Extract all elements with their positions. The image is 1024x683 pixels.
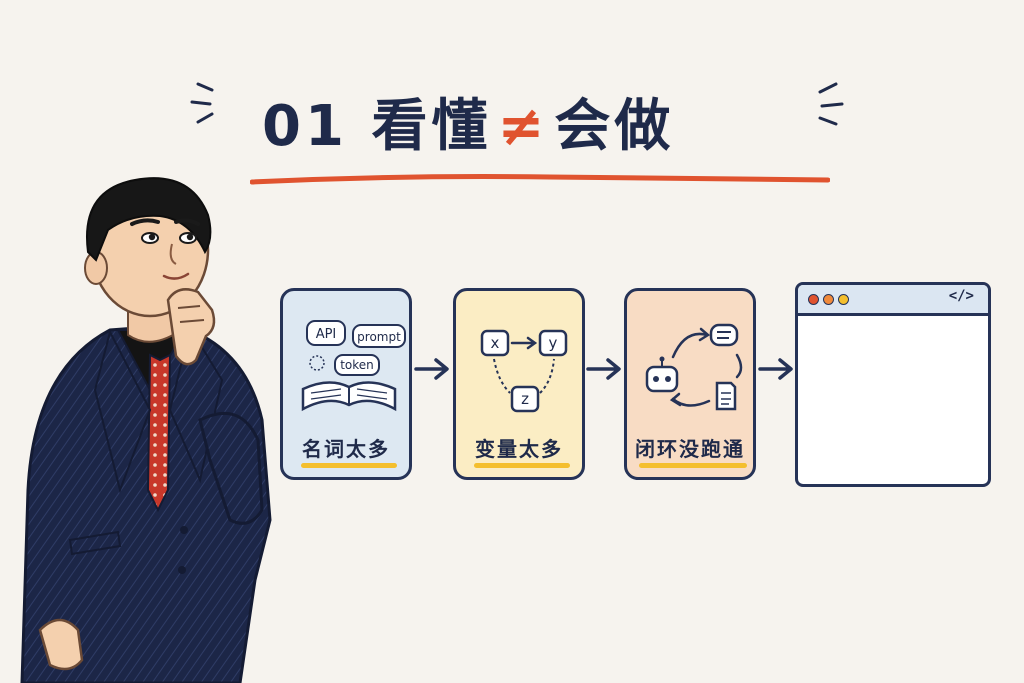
var-z-label: z (521, 390, 529, 408)
arrow-right-icon (586, 358, 621, 380)
step-card-loop: 闭环没跑通 (624, 288, 756, 480)
title-underline (250, 174, 830, 185)
title-number: 01 (262, 94, 348, 159)
arrow-right-icon (414, 358, 449, 380)
browser-window: </> (795, 282, 991, 487)
sparkle-left-icon (190, 82, 214, 124)
step-label: 名词太多 (302, 437, 390, 461)
bubble-api-label: API (316, 327, 337, 342)
var-y-label: y (549, 334, 558, 352)
title-block: 01 看懂≠会做 (250, 92, 830, 185)
thinking-man-illustration (20, 177, 272, 683)
label-underline (301, 463, 397, 468)
sparkle-right-icon (818, 82, 844, 126)
title-left: 看懂 (371, 94, 492, 159)
bubble-prompt-label: prompt (357, 330, 401, 344)
robot-loop-icon (645, 323, 743, 411)
not-equal-symbol: ≠ (497, 94, 549, 159)
arrow-right-icon (758, 358, 793, 380)
label-underline (474, 463, 570, 468)
book-with-terms-icon: API prompt token (301, 320, 406, 412)
window-maximize-dot-icon (838, 294, 849, 305)
step-card-terms: API prompt token 名词太多 (280, 288, 412, 480)
code-icon: </> (948, 288, 974, 304)
step-card-variables: x y z 变量太多 (453, 288, 585, 480)
variable-graph-icon: x y z (480, 329, 568, 413)
page-title: 01 看懂≠会做 (262, 92, 674, 162)
label-underline (639, 463, 747, 468)
title-right: 会做 (554, 94, 675, 159)
bubble-token-label: token (340, 358, 374, 372)
window-close-dot-icon (808, 294, 819, 305)
step-label: 变量太多 (475, 437, 563, 461)
browser-title-bar: </> (798, 285, 988, 316)
step-label: 闭环没跑通 (635, 437, 745, 461)
var-x-label: x (491, 334, 500, 352)
window-minimize-dot-icon (823, 294, 834, 305)
